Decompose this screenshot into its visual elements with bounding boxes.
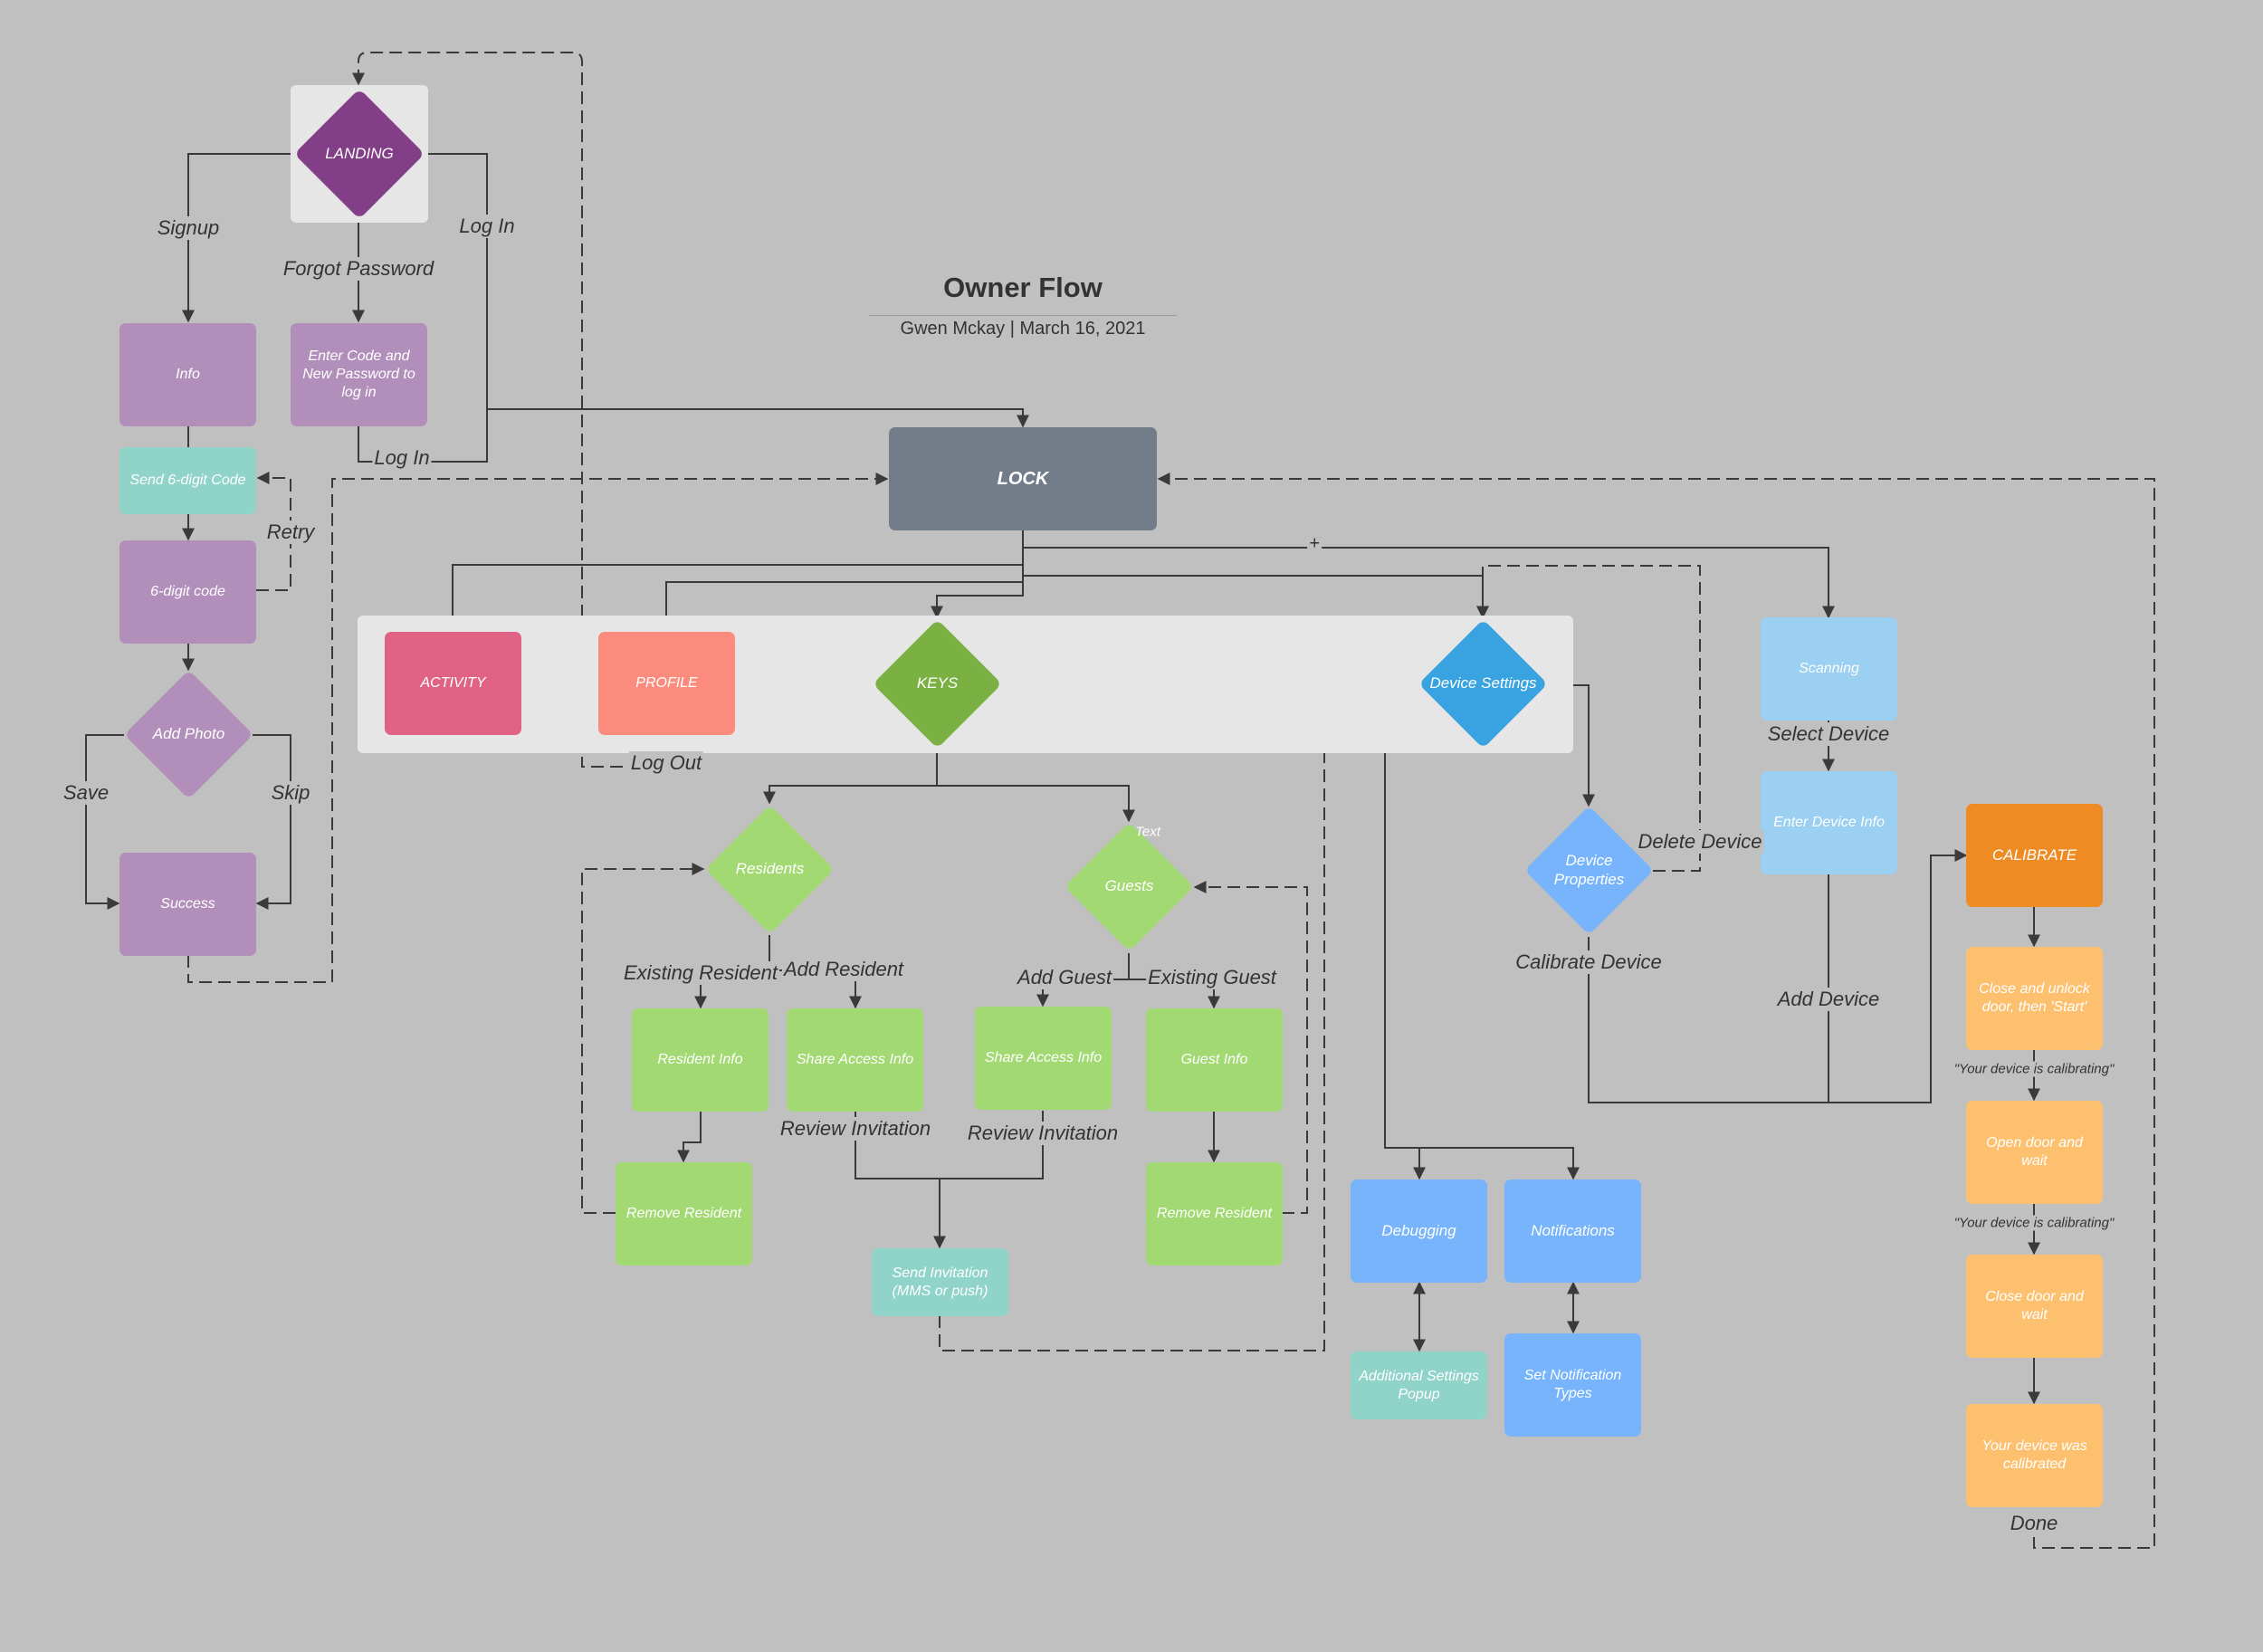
- label-plus: +: [1307, 533, 1322, 555]
- label-calibrate-device: Calibrate Device: [1513, 950, 1664, 974]
- enter-device-info-node[interactable]: Enter Device Info: [1761, 771, 1897, 874]
- share-access-guest-node[interactable]: Share Access Info: [975, 1007, 1112, 1110]
- lock-node[interactable]: LOCK: [889, 427, 1157, 530]
- edge-lock-scanning: [1022, 530, 1835, 619]
- resident-info-node[interactable]: Resident Info: [632, 1008, 769, 1112]
- activity-node[interactable]: ACTIVITY: [385, 632, 521, 735]
- scanning-node[interactable]: Scanning: [1761, 617, 1897, 721]
- debugging-node[interactable]: Debugging: [1351, 1179, 1487, 1283]
- label-log-in-bottom: Log In: [372, 446, 432, 470]
- label-retry: Retry: [264, 520, 317, 544]
- open-door-node[interactable]: Open door and wait: [1966, 1101, 2103, 1204]
- edge-save: [85, 734, 124, 910]
- guest-info-node[interactable]: Guest Info: [1146, 1008, 1283, 1112]
- success-node[interactable]: Success: [119, 853, 256, 956]
- edge-keys-guests: [936, 753, 1135, 823]
- send-invitation-node[interactable]: Send Invitation (MMS or push): [872, 1248, 1008, 1316]
- edge-res-info-remove: [677, 1111, 702, 1163]
- edge-keys-residents: [763, 753, 938, 805]
- edge-delete-device: [1476, 565, 1701, 872]
- edge-skip: [253, 734, 291, 910]
- close-unlock-node[interactable]: Close and unlock door, then 'Start': [1966, 947, 2103, 1050]
- set-notification-types-node[interactable]: Set Notification Types: [1504, 1333, 1641, 1437]
- date: March 16, 2021: [1019, 319, 1146, 339]
- remove-resident-guest-node[interactable]: Remove Resident: [1146, 1162, 1283, 1265]
- label-log-out: Log Out: [628, 751, 704, 775]
- edge-remove-res-back: [581, 863, 705, 1214]
- label-delete-device: Delete Device: [1636, 830, 1764, 854]
- label-text-stub: Text: [1135, 824, 1160, 840]
- edge-invite-keys: [939, 679, 1325, 1351]
- close-door-node[interactable]: Close door and wait: [1966, 1255, 2103, 1358]
- label-log-in-top: Log In: [457, 215, 517, 238]
- edge-remove-guest-back: [1193, 881, 1308, 1214]
- edge-add-device: [1828, 849, 1968, 1103]
- subtitle-separator: |: [1009, 319, 1015, 339]
- label-skip: Skip: [269, 781, 312, 805]
- author: Gwen Mckay: [900, 319, 1006, 339]
- label-signup: Signup: [155, 216, 222, 240]
- label-calibrating-1: "Your device is calibrating": [1952, 1061, 2116, 1077]
- edge-share-res-invite: [855, 1111, 946, 1249]
- profile-node[interactable]: PROFILE: [598, 632, 735, 735]
- page-title: Owner Flow: [943, 272, 1103, 303]
- label-calibrating-2: "Your device is calibrating": [1952, 1215, 2116, 1231]
- edge-signup: [182, 153, 294, 323]
- label-done: Done: [2008, 1512, 2060, 1535]
- notifications-node[interactable]: Notifications: [1504, 1179, 1641, 1283]
- label-review-invitation-1: Review Invitation: [778, 1117, 933, 1141]
- calibrate-node[interactable]: CALIBRATE: [1966, 804, 2103, 907]
- label-select-device: Select Device: [1765, 722, 1892, 746]
- label-add-guest: Add Guest: [1016, 966, 1113, 989]
- edge-lock-device-settings: [1022, 530, 1489, 619]
- label-review-invitation-2: Review Invitation: [965, 1122, 1121, 1145]
- send-code-node[interactable]: Send 6-digit Code: [119, 447, 256, 514]
- label-existing-guest: Existing Guest: [1146, 966, 1278, 989]
- label-add-device: Add Device: [1775, 988, 1882, 1011]
- calibrated-node[interactable]: Your device was calibrated: [1966, 1404, 2103, 1507]
- label-add-resident: Add Resident: [781, 958, 906, 981]
- edge-logout: [352, 52, 667, 768]
- edge-retry: [256, 472, 291, 591]
- page-subtitle: Gwen Mckay | March 16, 2021: [869, 315, 1177, 339]
- six-digit-code-node[interactable]: 6-digit code: [119, 540, 256, 644]
- edge-ds-debugging: [1384, 684, 1426, 1180]
- label-forgot-password: Forgot Password: [281, 257, 436, 281]
- edge-ds-notifications: [1385, 1147, 1580, 1180]
- edge-lock-keys: [931, 530, 1024, 619]
- share-access-resident-node[interactable]: Share Access Info: [787, 1008, 923, 1112]
- edge-success-lock: [187, 473, 889, 983]
- additional-settings-node[interactable]: Additional Settings Popup: [1351, 1351, 1487, 1419]
- label-save: Save: [61, 781, 111, 805]
- enter-code-node[interactable]: Enter Code and New Password to log in: [291, 323, 427, 426]
- info-node[interactable]: Info: [119, 323, 256, 426]
- edge-done-lock: [1157, 473, 2155, 1549]
- remove-resident-node[interactable]: Remove Resident: [616, 1162, 752, 1265]
- edge-calibrate-device: [1588, 937, 1829, 1103]
- label-existing-resident: Existing Resident: [622, 961, 779, 985]
